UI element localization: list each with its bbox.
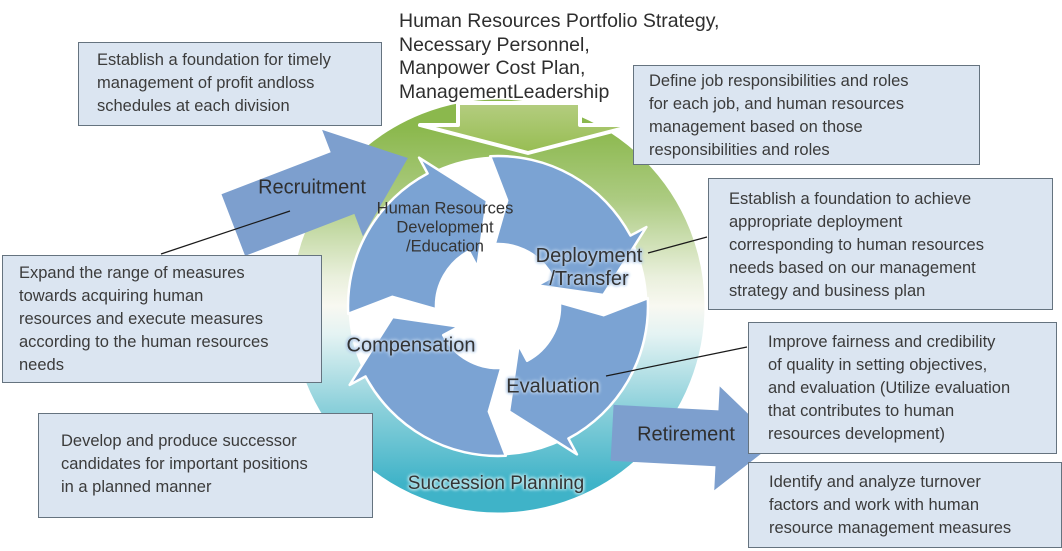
recruitment-arrow-icon	[221, 129, 408, 256]
arrow-label-retirement: Retirement	[637, 423, 735, 446]
note-successor-candidates: Develop and produce successor candidates…	[38, 413, 373, 518]
arrow-label-recruitment: Recruitment	[258, 176, 366, 199]
connector-line-evaluation	[605, 346, 748, 377]
retirement-arrow-icon	[610, 386, 777, 491]
cycle-label-evaluation: Evaluation	[506, 375, 600, 398]
cycle-label-hr-development: Human Resources Development /Education	[376, 199, 514, 256]
cycle-label-deployment-transfer: Deployment /Transfer	[535, 245, 643, 290]
cycle-label-succession-planning: Succession Planning	[407, 473, 585, 495]
strategy-title: Human Resources Portfolio Strategy, Nece…	[399, 10, 720, 103]
cycle-label-compensation: Compensation	[346, 334, 476, 357]
note-turnover-factors: Identify and analyze turnover factors an…	[748, 462, 1062, 548]
note-acquire-resources: Expand the range of measures towards acq…	[2, 255, 322, 383]
note-job-responsibilities: Define job responsibilities and roles fo…	[633, 65, 980, 165]
note-deployment-foundation: Establish a foundation to achieve approp…	[708, 178, 1053, 310]
note-evaluation-fairness: Improve fairness and credibility of qual…	[748, 322, 1057, 454]
note-profit-loss: Establish a foundation for timely manage…	[78, 42, 382, 126]
strategy-down-arrow-icon	[418, 101, 638, 155]
connector-line-deployment	[647, 236, 708, 254]
connector-line-recruitment	[160, 210, 291, 255]
